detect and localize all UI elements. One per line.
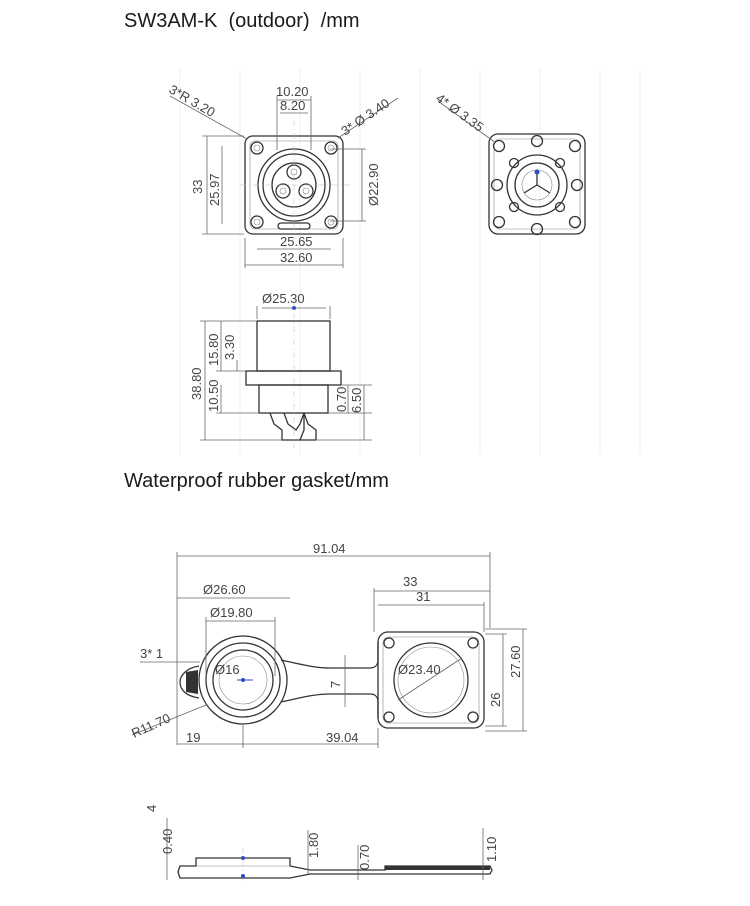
dim-rear-holes: 4* Ø 3.35 xyxy=(433,90,486,134)
connector-side-view: Ø25.30 38.80 15.80 3.30 10.50 0.70 6.50 xyxy=(189,291,372,448)
connector-rear-view: 4* Ø 3.35 xyxy=(433,90,586,236)
dim-26: 26 xyxy=(488,693,503,707)
dim-1-80: 1.80 xyxy=(306,833,321,858)
dim-0-40: 0.40 xyxy=(160,829,175,854)
dim-19: 19 xyxy=(186,730,200,745)
gasket-drawing-title: Waterproof rubber gasket/mm xyxy=(124,470,389,492)
dim-15-80: 15.80 xyxy=(206,333,221,366)
dim-1-10: 1.10 xyxy=(484,837,499,862)
drawing-sheet-grid xyxy=(179,68,641,455)
connector-front-view: 10.20 8.20 3*R 3.20 3* Ø 3.40 33 25.97 Ø… xyxy=(167,82,399,268)
connector-drawing-title: SW3AM-K (outdoor) /mm xyxy=(124,10,360,32)
dim-dia-23-40: Ø23.40 xyxy=(398,662,441,677)
dim-mount-hole: 3* Ø 3.40 xyxy=(338,95,392,138)
dim-31: 31 xyxy=(416,589,430,604)
dim-8-20: 8.20 xyxy=(280,98,305,113)
dim-7: 7 xyxy=(328,681,343,688)
dim-dia-16: Ø16 xyxy=(215,662,240,677)
dim-dia-26-60: Ø26.60 xyxy=(203,582,246,597)
dim-width-32-60: 32.60 xyxy=(280,250,313,265)
dim-91-04: 91.04 xyxy=(313,541,346,556)
dim-33: 33 xyxy=(403,574,417,589)
dim-height-25-97: 25.97 xyxy=(207,173,222,206)
dim-0-70: 0.70 xyxy=(334,387,349,412)
dim-3-30: 3.30 xyxy=(222,335,237,360)
dim-6-50: 6.50 xyxy=(349,388,364,413)
dim-10-20: 10.20 xyxy=(276,84,309,99)
dim-10-50: 10.50 xyxy=(206,379,221,412)
dim-width-25-65: 25.65 xyxy=(280,234,313,249)
dim-dia-19-80: Ø19.80 xyxy=(210,605,253,620)
dim-4: 4 xyxy=(144,805,159,812)
dim-38-80: 38.80 xyxy=(189,367,204,400)
dim-radius: 3*R 3.20 xyxy=(167,82,218,120)
gasket-side-view: 4 0.40 1.80 0.70 1.10 xyxy=(144,805,499,885)
dim-27-60: 27.60 xyxy=(508,645,523,678)
dim-r-11-70: R11.70 xyxy=(129,710,173,740)
dim-dia-22-90: Ø22.90 xyxy=(366,163,381,206)
dim-0-70-side: 0.70 xyxy=(357,845,372,870)
dim-dia-25-30: Ø25.30 xyxy=(262,291,305,306)
dim-39-04: 39.04 xyxy=(326,730,359,745)
gasket-top-view: 91.04 Ø26.60 Ø19.80 33 31 3* 1 Ø16 7 Ø23… xyxy=(129,541,527,748)
dim-3x1: 3* 1 xyxy=(140,646,163,661)
dim-height-33: 33 xyxy=(190,180,205,194)
